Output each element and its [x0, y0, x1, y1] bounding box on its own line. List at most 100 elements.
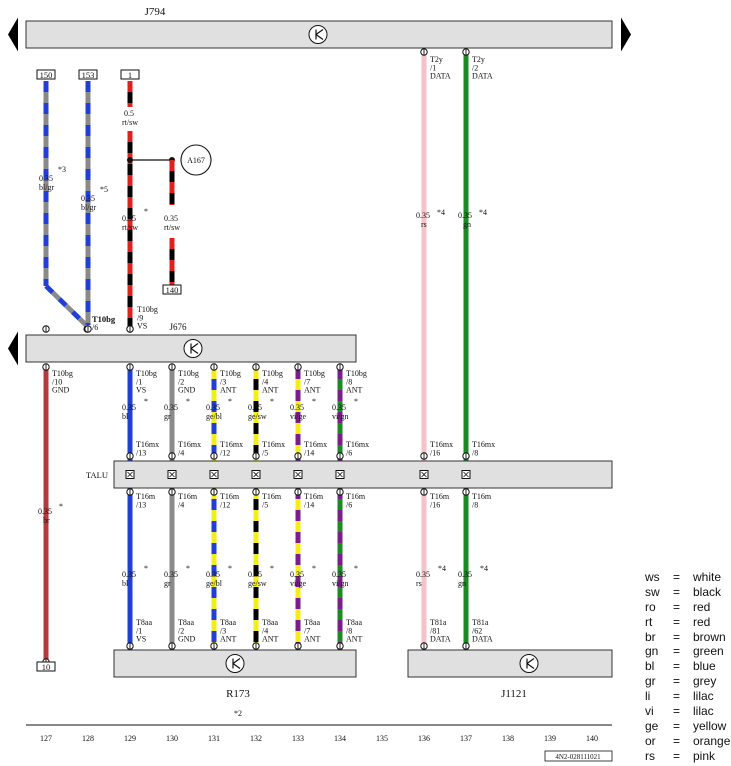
- legend-name: white: [693, 570, 722, 584]
- legend-name: lilac: [693, 689, 714, 704]
- footer-code: 4N2-028111021: [555, 753, 601, 761]
- note-label: *: [312, 564, 316, 573]
- pin-label: /7: [304, 377, 310, 386]
- note-label: *: [144, 207, 148, 216]
- note-label: *5: [100, 185, 108, 194]
- pin-label: T16mx: [346, 440, 369, 449]
- footer-code-box: [544, 750, 613, 762]
- legend-row: vi=lilac: [645, 704, 731, 719]
- note-label: *: [228, 397, 232, 406]
- pin-label: T8aa: [220, 618, 236, 627]
- note-label: *3: [58, 165, 66, 174]
- pin-label: DATA: [472, 635, 493, 644]
- gauge-label: 0.35: [248, 403, 262, 412]
- column-number-137: 137: [460, 734, 472, 743]
- color-label: ge/bl: [206, 579, 223, 588]
- r173-label: R173: [226, 688, 250, 700]
- talu-box: [113, 460, 613, 489]
- legend-eq: =: [673, 733, 681, 748]
- pin-label: GND: [178, 635, 196, 644]
- legend-eq: =: [673, 644, 681, 659]
- pin-label: T10bg: [262, 369, 283, 378]
- pin-label: T10bg: [137, 305, 158, 314]
- pin-label: T81a: [430, 618, 447, 627]
- legend-code: gr: [645, 674, 656, 689]
- legend-row: or=orange: [645, 734, 731, 749]
- pin-label: /8: [346, 626, 352, 635]
- legend-eq: =: [673, 659, 681, 674]
- pin-label: T8aa: [136, 618, 152, 627]
- legend-name: grey: [693, 674, 717, 689]
- r173-note: *2: [234, 709, 242, 718]
- legend-code: gn: [645, 644, 659, 659]
- legend-row: rt = red: [645, 615, 731, 630]
- note-label: *: [186, 564, 190, 573]
- legend-eq: =: [673, 570, 681, 584]
- legend-code: li: [645, 689, 651, 704]
- legend-eq: =: [673, 614, 681, 629]
- pin-label: /13: [136, 448, 146, 457]
- legend-name: pink: [693, 748, 716, 763]
- ground-circle: [519, 654, 539, 673]
- legend-code: rs: [645, 748, 655, 763]
- legend-code: ws: [645, 570, 660, 584]
- pin-label: T8aa: [304, 618, 320, 627]
- wires-layer: [43, 50, 469, 662]
- terminal-150: [36, 69, 56, 80]
- junction-pin-label: /6: [92, 323, 98, 332]
- pin-label: /4: [262, 626, 268, 635]
- pin-label: T10bg: [220, 369, 241, 378]
- pin-label: T8aa: [346, 618, 362, 627]
- pin-label: /1: [136, 377, 142, 386]
- j1121-box: [407, 649, 613, 678]
- note-label: *: [186, 397, 190, 406]
- legend-code: rt: [645, 614, 653, 629]
- color-label: bl: [122, 579, 129, 588]
- note-label: *: [270, 397, 274, 406]
- pin-label: T2y: [472, 55, 485, 64]
- gauge-label: 0.35: [122, 570, 136, 579]
- legend-row: ge=yellow: [645, 719, 731, 734]
- j1121-label: J1121: [501, 688, 527, 700]
- wire-127-blue-grey-diag-segment: [70, 310, 82, 321]
- pin-label: T16mx: [220, 440, 243, 449]
- pin-label: /2: [472, 63, 478, 72]
- talu-pin-mark: [463, 471, 469, 478]
- legend-eq: =: [673, 674, 681, 689]
- talu-pin-mark: [253, 471, 259, 478]
- note-label: *: [354, 397, 358, 406]
- legend-eq: =: [673, 704, 681, 719]
- a167-circle: [180, 144, 212, 176]
- color-label: ge/bl: [206, 412, 223, 421]
- color-label: rt/sw: [122, 223, 138, 232]
- pin-label: /16: [430, 448, 440, 457]
- pin-label: T16m: [262, 492, 282, 501]
- gauge-label: 0.5: [124, 109, 134, 118]
- gauge-label: 0.35: [416, 570, 430, 579]
- wire-127-blue-grey-diag-segment: [50, 290, 62, 301]
- column-number-130: 130: [166, 734, 178, 743]
- pin-label: VS: [136, 635, 146, 644]
- terminal-1-text: 1: [128, 70, 132, 80]
- pin-label: /62: [472, 626, 482, 635]
- j794-label: J794: [145, 6, 166, 18]
- pin-label: /14: [304, 448, 314, 457]
- terminal-140-text: 140: [166, 285, 179, 295]
- pin-label: /6: [346, 448, 352, 457]
- legend-name: red: [693, 614, 711, 629]
- pin-label: /7: [304, 626, 310, 635]
- color-label: vi/gn: [332, 579, 348, 588]
- color-label: ge/sw: [248, 412, 267, 421]
- note-label: *: [59, 502, 63, 511]
- pin-label: T16m: [304, 492, 324, 501]
- continuation-arrow-icon: [8, 331, 18, 366]
- pin-label: T8aa: [262, 618, 278, 627]
- pin-label: /8: [472, 448, 478, 457]
- pin-label: /1: [136, 626, 142, 635]
- gauge-label: 0.35: [416, 211, 430, 220]
- gauge-label: 0.35: [332, 570, 346, 579]
- pin-label: /6: [346, 500, 352, 509]
- ground-symbol-icon: [225, 654, 245, 673]
